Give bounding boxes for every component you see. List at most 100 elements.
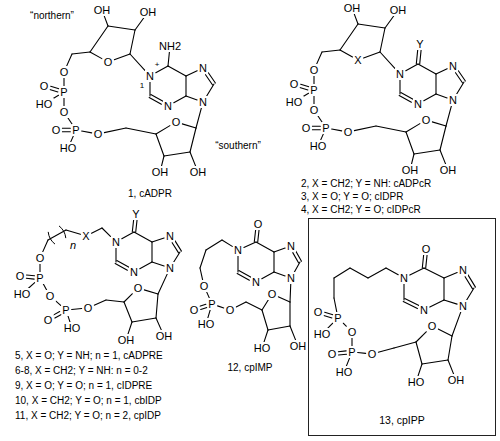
atom-label: O [427, 320, 438, 332]
compound-caption: 13, cpIPP [377, 414, 427, 427]
chemical-bond [457, 82, 464, 94]
chemical-bond [82, 131, 92, 133]
chemical-bond [334, 268, 350, 278]
atom-label: O [133, 282, 144, 294]
chemical-bond [140, 262, 152, 269]
atom-label: O [327, 348, 338, 360]
atom-label: P [61, 304, 70, 316]
atom-label: O [103, 56, 114, 68]
atom-label: HO [285, 96, 304, 108]
chemical-bond [102, 228, 110, 236]
atom-label: HO [309, 140, 328, 152]
chemical-bond [218, 306, 224, 308]
chemical-bond [208, 73, 215, 83]
repeat-bracket [59, 226, 66, 238]
chemical-bond [368, 268, 386, 278]
chemical-bond [406, 132, 414, 154]
chemical-bond [340, 50, 353, 57]
atom-label: P [321, 122, 330, 134]
chemical-bond [340, 24, 358, 50]
chemical-bond [200, 250, 206, 268]
atom-label: N [399, 272, 409, 284]
atom-label: OH [155, 330, 174, 342]
atom-label: P [35, 272, 44, 284]
chemical-bond [196, 108, 201, 128]
atom-label: O [35, 252, 46, 264]
chemical-bond [262, 272, 274, 279]
atom-label: P [71, 124, 80, 136]
compound-caption: 2, X = CH2; Y = NH: cADPcR [300, 178, 432, 190]
chemical-bond [174, 252, 180, 262]
atom-label: OH [343, 2, 362, 14]
chemical-bond [115, 263, 127, 270]
atom-label: O [83, 302, 94, 314]
chemical-bond [380, 52, 395, 68]
atom-label: OH [189, 166, 208, 178]
atom-label: N [458, 264, 468, 276]
chemical-bond [72, 308, 82, 310]
chemical-bond [174, 96, 186, 103]
chemical-bond [416, 332, 426, 342]
atom-label: O [199, 280, 210, 292]
chemical-bond [246, 302, 262, 310]
chemical-bond [448, 360, 454, 374]
chemical-bond [208, 310, 210, 318]
chemical-bond [378, 348, 394, 352]
chemical-bond [63, 78, 64, 86]
atom-label: N [111, 236, 121, 248]
chemical-bond [130, 54, 145, 70]
atom-label: N [448, 94, 458, 106]
chemical-bond [358, 352, 366, 354]
atom-label: OH [117, 334, 136, 346]
chemical-bond [149, 82, 150, 96]
chemical-bond [414, 150, 440, 154]
chemical-bond [66, 230, 80, 234]
atom-label: N [286, 272, 296, 284]
atom-label: HO [13, 288, 32, 300]
chemical-bond [358, 24, 385, 28]
chemical-bond [278, 297, 290, 302]
atom-label: O [59, 106, 70, 118]
atom-label: OH [389, 4, 408, 16]
chemical-bond [354, 126, 376, 131]
atom-label: HO [59, 142, 78, 154]
atom-label: N [251, 276, 261, 288]
chemical-bond [294, 262, 300, 272]
chemical-bond [416, 50, 417, 64]
atom-label: O [51, 124, 62, 136]
chemical-bond [201, 307, 207, 309]
chemical-bond [440, 150, 446, 164]
chemical-bond [158, 274, 167, 294]
chemical-bond [338, 350, 346, 352]
chemical-bond [289, 284, 291, 302]
chemical-bond [115, 248, 116, 262]
chemical-bond [338, 354, 346, 356]
atom-label: P [207, 298, 216, 310]
chemical-bond [239, 271, 251, 278]
chemical-bond [200, 304, 206, 306]
chemical-bond [149, 97, 161, 104]
atom-label: N [448, 60, 458, 72]
atom-label: OH [447, 374, 466, 386]
charge-label: + [154, 60, 161, 69]
chemical-bond [106, 300, 124, 302]
chemical-bond [312, 129, 320, 130]
chemical-bond [332, 129, 342, 131]
chemical-bond [63, 98, 64, 106]
chemical-bond [399, 95, 411, 102]
atom-label: O [313, 306, 324, 318]
chemical-bond [43, 240, 48, 252]
chemical-bond [104, 128, 126, 133]
atom-label: O [367, 348, 378, 360]
atom-label: N [145, 70, 155, 82]
chemical-bond [135, 18, 144, 30]
atom-label: O [45, 290, 56, 302]
atom-label: O [421, 114, 432, 126]
chemical-bond [136, 220, 137, 232]
chemical-bond [51, 86, 59, 88]
chemical-bond [364, 52, 380, 58]
atom-label: N [419, 304, 429, 316]
chemical-bond [26, 278, 34, 280]
chemical-bond [303, 93, 309, 96]
atom-label: O [267, 288, 278, 300]
